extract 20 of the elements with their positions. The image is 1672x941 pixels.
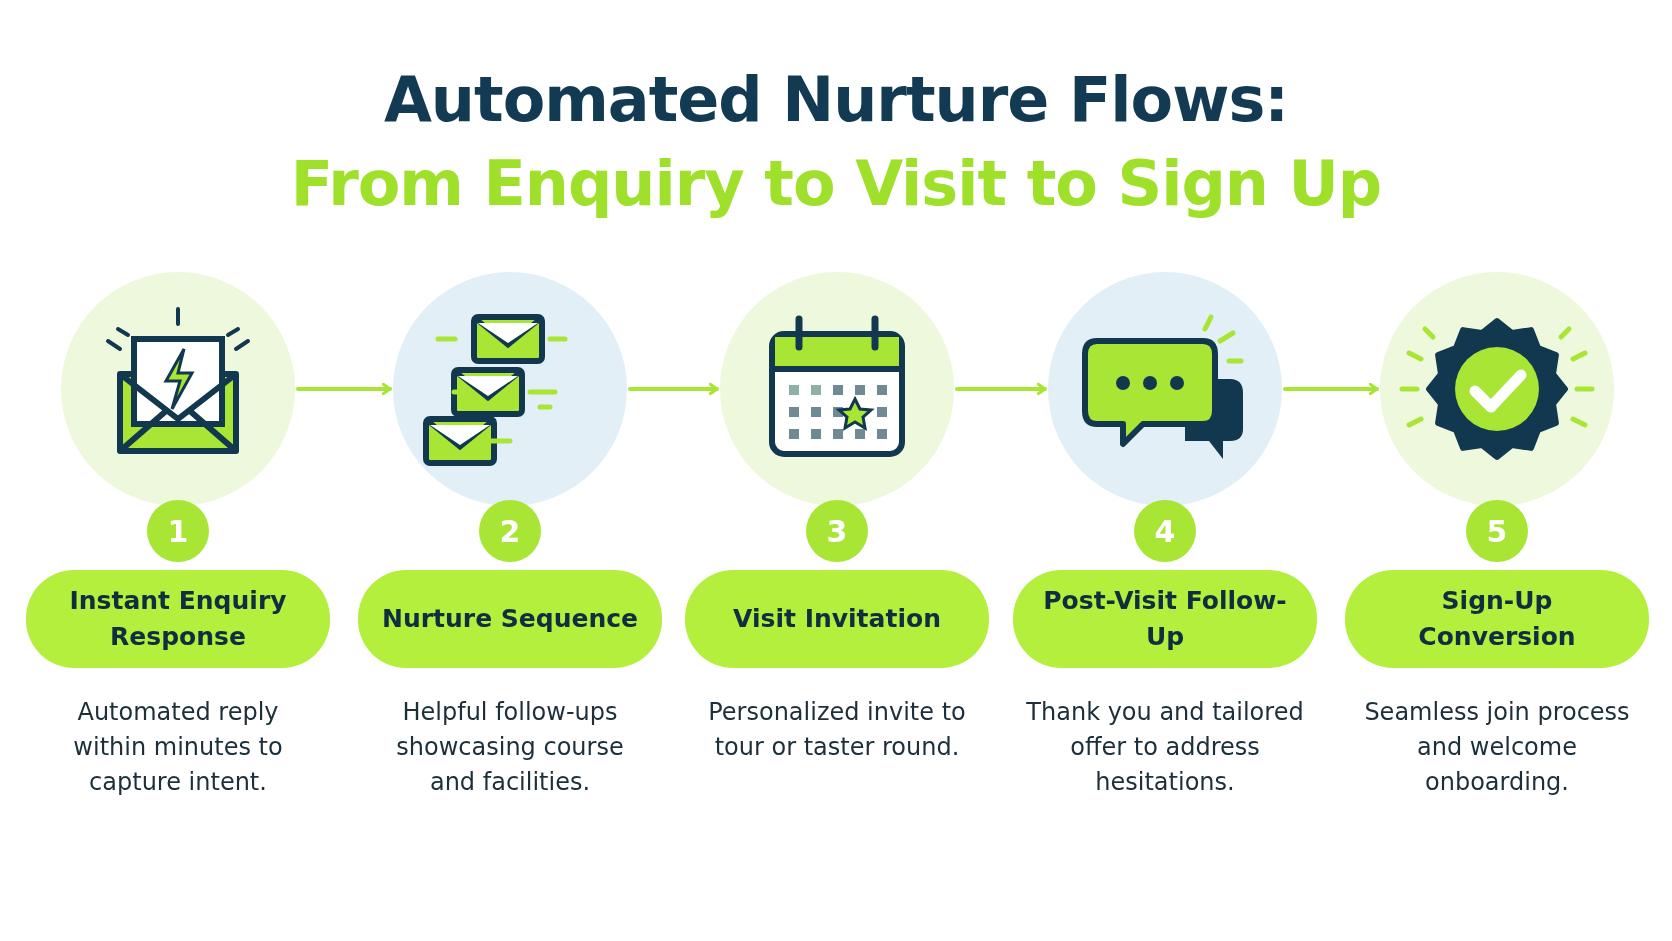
step-description: Seamless join process and welcome onboarding. <box>1363 697 1631 798</box>
step-number: 2 <box>479 500 541 562</box>
arrow <box>628 382 719 396</box>
step-number: 3 <box>806 500 868 562</box>
step-description: Automated reply within minutes to capture intent. <box>72 697 284 798</box>
title: Automated Nurture Flows: From Enquiry to Visit to Sign Up <box>289 62 1383 222</box>
step-title: Nurture Sequence <box>358 570 662 668</box>
step-description: Helpful follow-ups showcasing course and facilities. <box>395 697 625 798</box>
step-number: 5 <box>1466 500 1528 562</box>
step-title: Visit Invitation <box>685 570 989 668</box>
step-number: 4 <box>1134 500 1196 562</box>
arrow <box>296 382 392 396</box>
step-title: Post-Visit Follow-Up <box>1013 570 1317 668</box>
arrow <box>1283 382 1379 396</box>
step-number: 1 <box>147 500 209 562</box>
step-description: Thank you and tailored offer to address hesitations. <box>1025 697 1305 798</box>
arrow <box>955 382 1047 396</box>
step-title: Sign-Up Conversion <box>1345 570 1649 668</box>
step-description: Personalized invite to tour or taster round. <box>707 697 967 763</box>
step-title: Instant Enquiry Response <box>26 570 330 668</box>
